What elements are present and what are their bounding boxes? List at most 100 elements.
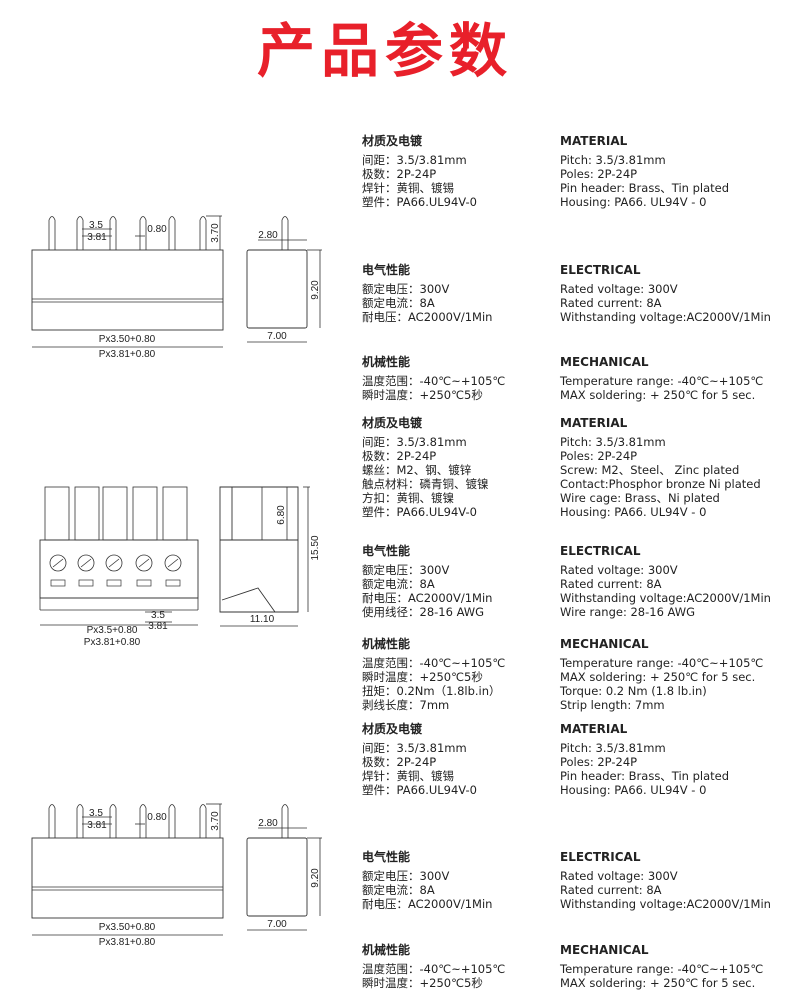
dimension-label: 3.5 xyxy=(89,808,103,819)
spec-line: 焊针：黄铜、镀锡 xyxy=(362,769,454,783)
section-heading: 材质及电镀 xyxy=(362,416,423,430)
section-heading: 电气性能 xyxy=(362,263,411,277)
spec-line: 额定电压：300V xyxy=(362,563,450,577)
pin xyxy=(139,804,147,838)
spec-line: Housing: PA66. UL94V - 0 xyxy=(560,505,707,519)
spec-line: Pin header: Brass、Tin plated xyxy=(560,769,730,783)
section-heading: MATERIAL xyxy=(560,134,628,148)
plug-fin xyxy=(102,486,128,541)
screw-icon xyxy=(164,554,182,572)
spec-line: Pitch: 3.5/3.81mm xyxy=(560,435,666,449)
spec-line: Torque: 0.2 Nm (1.8 lb.in) xyxy=(560,684,707,698)
plug-fin xyxy=(162,486,188,541)
section-heading: MECHANICAL xyxy=(560,637,649,651)
spec-line: 额定电流：8A xyxy=(362,296,435,310)
pin xyxy=(48,216,56,250)
drawing-line xyxy=(52,558,64,568)
spec-line: 塑件：PA66.UL94V-0 xyxy=(362,783,477,797)
spec-line: Pitch: 3.5/3.81mm xyxy=(560,153,666,167)
spec-line: Withstanding voltage:AC2000V/1Min xyxy=(560,310,771,324)
spec-line: Temperature range: -40℃~+105℃ xyxy=(560,962,764,976)
screw-icon xyxy=(135,554,153,572)
section-heading: ELECTRICAL xyxy=(560,544,641,558)
spec-line: 额定电压：300V xyxy=(362,282,450,296)
spec-line: Rated current: 8A xyxy=(560,296,662,310)
spec-line: Poles: 2P-24P xyxy=(560,167,638,181)
drawing-line xyxy=(138,558,150,568)
dimension-label: 3.81 xyxy=(148,621,168,632)
section-heading: MATERIAL xyxy=(560,722,628,736)
spec-line: Rated voltage: 300V xyxy=(560,282,678,296)
spec-line: Rated voltage: 300V xyxy=(560,563,678,577)
spec-line: Wire cage: Brass、Ni plated xyxy=(560,491,720,505)
dimension-label: 11.10 xyxy=(250,614,275,625)
dimension-label: Px3.81+0.80 xyxy=(84,637,141,648)
dimension-label: 3.5 xyxy=(151,610,165,621)
dimension-label: Px3.81+0.80 xyxy=(99,349,156,360)
pin xyxy=(281,216,289,250)
dimension-label: 3.70 xyxy=(210,223,221,243)
dimension-label: 3.70 xyxy=(210,811,221,831)
section-heading: 材质及电镀 xyxy=(362,134,423,148)
pin xyxy=(168,804,176,838)
spec-line: 额定电压：300V xyxy=(362,869,450,883)
spec-line: Contact:Phosphor bronze Ni plated xyxy=(560,477,761,491)
section-heading: MECHANICAL xyxy=(560,355,649,369)
dimension-label: 9.20 xyxy=(310,280,321,300)
spec-line: 耐电压：AC2000V/1Min xyxy=(362,591,493,605)
spec-line: Withstanding voltage:AC2000V/1Min xyxy=(560,591,771,605)
dimension-label: 9.20 xyxy=(310,868,321,888)
section-heading: 机械性能 xyxy=(362,943,411,957)
plug-side-view xyxy=(219,486,299,613)
spec-line: 间距：3.5/3.81mm xyxy=(362,741,467,755)
section-heading: ELECTRICAL xyxy=(560,263,641,277)
section-heading: 电气性能 xyxy=(362,850,411,864)
spec-line: MAX soldering: + 250℃ for 5 sec. xyxy=(560,388,756,402)
section-heading: 机械性能 xyxy=(362,355,411,369)
spec-line: Withstanding voltage:AC2000V/1Min xyxy=(560,897,771,911)
header-body xyxy=(31,837,224,919)
dimension-label: 7.00 xyxy=(267,919,287,930)
spec-line: 间距：3.5/3.81mm xyxy=(362,153,467,167)
section-heading: 电气性能 xyxy=(362,544,411,558)
plug-fin xyxy=(132,486,158,541)
pin xyxy=(76,216,84,250)
spec-line: Temperature range: -40℃~+105℃ xyxy=(560,656,764,670)
pin xyxy=(76,804,84,838)
wire-entry xyxy=(136,579,152,587)
dimension-label: 0.80 xyxy=(147,224,167,235)
spec-line: 塑件：PA66.UL94V-0 xyxy=(362,505,477,519)
spec-line: 剥线长度：7mm xyxy=(362,698,450,712)
pin xyxy=(109,804,117,838)
wire-entry xyxy=(78,579,94,587)
side-view-body xyxy=(246,837,308,917)
dimension-label: 0.80 xyxy=(147,812,167,823)
pin xyxy=(199,216,207,250)
section-heading: MECHANICAL xyxy=(560,943,649,957)
dimension-label: 15.50 xyxy=(310,535,321,560)
spec-line: 间距：3.5/3.81mm xyxy=(362,435,467,449)
page-title: 产品参数 xyxy=(256,17,513,85)
side-view-body xyxy=(246,249,308,329)
spec-line: 瞬时温度：+250℃5秒 xyxy=(362,976,483,990)
spec-line: 极数：2P-24P xyxy=(362,449,437,463)
spec-line: MAX soldering: + 250℃ for 5 sec. xyxy=(560,670,756,684)
dimension-label: 7.00 xyxy=(267,331,287,342)
spec-line: MAX soldering: + 250℃ for 5 sec. xyxy=(560,976,756,990)
spec-line: Strip length: 7mm xyxy=(560,698,665,712)
spec-line: 螺丝：M2、钢、镀锌 xyxy=(362,463,472,477)
spec-line: 耐电压：AC2000V/1Min xyxy=(362,310,493,324)
spec-line: 方扣：黄铜、镀镍 xyxy=(362,491,454,505)
spec-line: 瞬时温度：+250℃5秒 xyxy=(362,388,483,402)
